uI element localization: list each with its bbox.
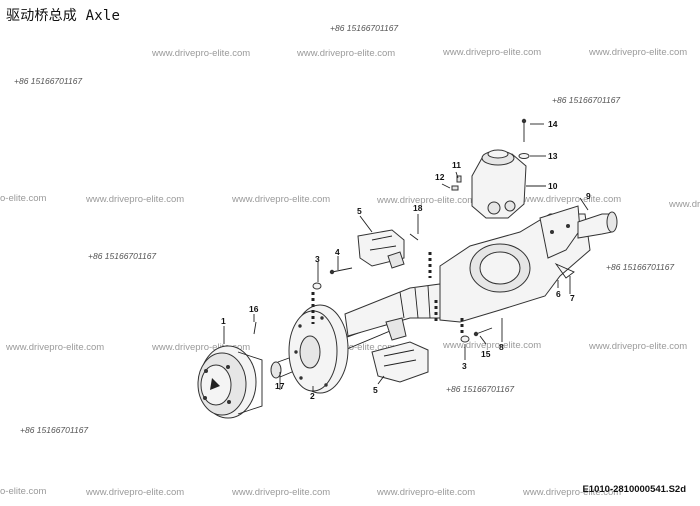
watermark-site: www.drivepro-elite.com [86, 194, 185, 205]
callout-15: 15 [481, 349, 491, 359]
watermark-site: www.drivepro-elite.com [152, 48, 251, 59]
callout-4: 4 [335, 247, 340, 257]
callout-6: 6 [556, 289, 561, 299]
callout-7: 7 [570, 293, 575, 303]
watermark-site: www.drivepro-elite.com [297, 48, 396, 59]
watermark-site: www.drivepro-elite.com [377, 487, 476, 498]
washers [312, 153, 575, 343]
callout-5: 5 [357, 206, 362, 216]
watermark-site: www.drivepro-elite.com [86, 487, 185, 498]
watermark-site: www.driv [669, 199, 700, 210]
output-flange [577, 211, 618, 239]
assembly-guide-lines [311, 252, 464, 336]
leader-lines [223, 123, 589, 392]
watermark-site: o-elite.com [0, 486, 47, 497]
callout-5: 5 [373, 385, 378, 395]
differential-carrier [471, 149, 527, 219]
bolts [253, 118, 527, 337]
watermark-site: www.drivepro-elite.com [152, 342, 251, 353]
document-reference: E1010-2810000541.S2d [582, 484, 686, 495]
wheel-hub-assembly [197, 345, 263, 419]
watermark-phone: +86 15166701167 [552, 95, 621, 105]
watermark-site: www.drivepro-elite.com [232, 194, 331, 205]
watermark-site: www.drivepro-elite.com [377, 195, 476, 206]
watermark-phone: +86 15166701167 [446, 384, 515, 394]
callout-10: 10 [548, 181, 558, 191]
watermark-phone: +86 15166701167 [88, 251, 157, 261]
callout-12: 12 [435, 172, 445, 182]
watermark-site: www.drivepro-elite.com [523, 487, 622, 498]
watermark-site: www.drivepro-elite.com [523, 194, 622, 205]
watermark-site: o-elite.com [0, 193, 47, 204]
watermark-site: www.drivepro-elite.com [589, 341, 688, 352]
callout-3: 3 [462, 361, 467, 371]
watermark-phone: +86 15166701167 [606, 262, 675, 272]
callout-2: 2 [310, 391, 315, 401]
watermark-site: www.drivepro-elite.com [232, 487, 331, 498]
callout-16: 16 [249, 304, 259, 314]
callout-18: 18 [413, 203, 423, 213]
callout-17: 17 [275, 381, 285, 391]
callout-13: 13 [548, 151, 558, 161]
brake-caliper-lower [371, 317, 429, 383]
callout-14: 14 [548, 119, 558, 129]
callout-1: 1 [221, 316, 226, 326]
callout-3: 3 [315, 254, 320, 264]
callout-9: 9 [586, 191, 591, 201]
watermark-site: www.drivepro-elite.com [6, 342, 105, 353]
brake-caliper-upper [357, 229, 405, 269]
axle-housing [439, 205, 591, 323]
watermark-site: www.drivepro-elite.com [443, 47, 542, 58]
callout-8: 8 [499, 342, 504, 352]
watermark-phone: +86 15166701167 [14, 76, 83, 86]
callout-11: 11 [452, 160, 461, 170]
watermark-phone: +86 15166701167 [20, 425, 89, 435]
brake-disc [288, 304, 349, 394]
watermark-site: www.drivepro-elite.com [443, 340, 542, 351]
page-title: 驱动桥总成 Axle [6, 8, 121, 24]
watermark-site: www.drivepro-elite.com [589, 47, 688, 58]
watermark-phone: +86 15166701167 [330, 23, 399, 33]
